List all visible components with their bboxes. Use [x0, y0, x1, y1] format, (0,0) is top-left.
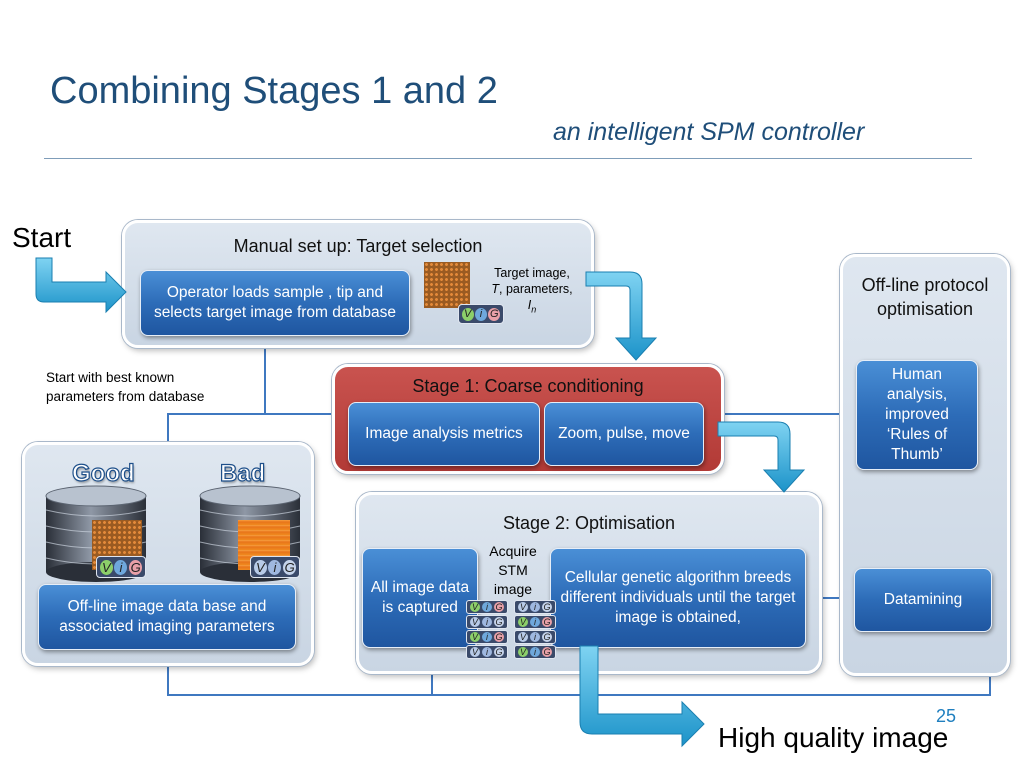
target-note-sub: n: [531, 304, 537, 315]
manual-setup-title: Manual set up: Target selection: [233, 236, 483, 256]
good-label: Good: [71, 459, 135, 487]
bad-label: Bad: [219, 459, 266, 487]
operator-loads-sample-button[interactable]: Operator loads sample , tip and selects …: [140, 270, 410, 336]
start-label: Start: [12, 222, 72, 253]
slide-subtitle: an intelligent SPM controller: [553, 118, 865, 146]
target-note-t: T: [491, 282, 499, 296]
zoom-pulse-move-button[interactable]: Zoom, pulse, move: [544, 402, 704, 466]
start-arrow-icon: [35, 257, 127, 314]
cellular-genetic-algorithm-button[interactable]: Cellular genetic algorithm breeds differ…: [550, 548, 806, 648]
stage2-title: Stage 2: Optimisation: [502, 513, 676, 533]
slide-title: Combining Stages 1 and 2: [50, 70, 498, 112]
human-analysis-button[interactable]: Human analysis, improved ‘Rules of Thumb…: [856, 360, 978, 470]
offline-protocol-title: Off-line protocol optimisation: [861, 275, 989, 319]
target-image-thumbnail: [424, 262, 470, 308]
target-note-line1: Target image,: [494, 266, 570, 280]
start-note: Start with best known parameters from da…: [46, 370, 205, 404]
slide-number: 25: [936, 706, 957, 726]
title-divider: [44, 158, 972, 159]
all-image-data-captured-button[interactable]: All image data is captured: [362, 548, 478, 648]
target-image-note: Target image, T, parameters, In: [480, 265, 584, 318]
target-note-i: I: [527, 298, 532, 312]
offline-image-database-button[interactable]: Off-line image data base and associated …: [38, 584, 296, 650]
end-arrow-icon: [579, 645, 705, 748]
acquire-stm-note: Acquire STM image: [489, 543, 537, 597]
stage1-title: Stage 1: Coarse conditioning: [412, 376, 644, 396]
down-arrow-icon: [585, 271, 658, 361]
datamining-button[interactable]: Datamining: [854, 568, 992, 632]
target-note-line2: , parameters,: [499, 282, 573, 296]
down-arrow-icon: [717, 421, 806, 493]
image-analysis-metrics-button[interactable]: Image analysis metrics: [348, 402, 540, 466]
end-label: High quality image: [718, 722, 949, 753]
